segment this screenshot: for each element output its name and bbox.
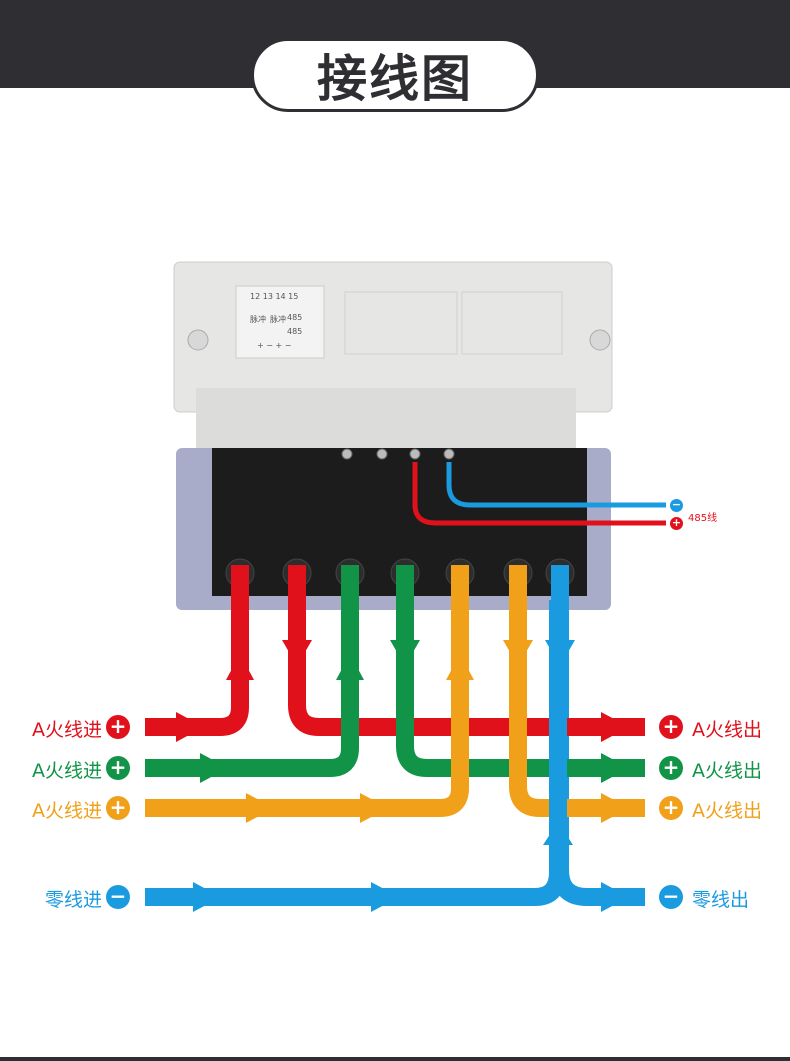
red-out-wire bbox=[288, 565, 645, 736]
neutral-in-wire bbox=[145, 600, 567, 906]
green-out-wire bbox=[396, 565, 645, 777]
cover-lip bbox=[196, 388, 576, 448]
rs485-label: 485线 bbox=[688, 513, 718, 524]
bottom-divider bbox=[0, 1057, 790, 1061]
arrow-icons bbox=[176, 640, 629, 912]
arrow-icon bbox=[601, 882, 629, 912]
arrow-icon bbox=[601, 712, 629, 742]
arrow-icon bbox=[176, 712, 204, 742]
plus-icon: + bbox=[106, 796, 130, 820]
485-minus-wire bbox=[446, 462, 666, 508]
meter: 12 13 14 15 脉冲 脉冲 485 485 + − + − bbox=[173, 261, 613, 610]
arrow-icon bbox=[601, 793, 629, 823]
sticker bbox=[235, 285, 325, 359]
arrow-icon bbox=[390, 640, 420, 666]
arrow-icon bbox=[371, 882, 399, 912]
arrow-icon bbox=[282, 640, 312, 666]
input-label: 零线进 bbox=[44, 889, 102, 911]
sticker-pulse-2: 脉冲 bbox=[270, 314, 286, 324]
input-label: A火线进 bbox=[32, 760, 102, 782]
minus-icon: − bbox=[659, 885, 683, 909]
arrow-icon bbox=[601, 753, 629, 783]
minus-icon: − bbox=[670, 498, 683, 512]
sticker-numbers: 12 13 14 15 bbox=[250, 292, 298, 301]
arrow-icon bbox=[200, 753, 228, 783]
green-in-wire bbox=[145, 565, 359, 777]
sticker-485-2: 485 bbox=[287, 327, 302, 336]
input-label: A火线进 bbox=[32, 719, 102, 741]
input-label: A火线进 bbox=[32, 800, 102, 822]
output-label: A火线出 bbox=[692, 760, 762, 782]
minus-icon: − bbox=[106, 885, 130, 909]
screw-icon bbox=[187, 329, 209, 351]
arrow-icon bbox=[336, 654, 364, 680]
plus-icon: + bbox=[670, 516, 683, 530]
sticker-485-1: 485 bbox=[287, 313, 302, 322]
arrow-icon bbox=[246, 793, 274, 823]
plus-icon: + bbox=[659, 796, 683, 820]
arrow-icon bbox=[503, 640, 533, 666]
arrow-icon bbox=[545, 640, 575, 666]
output-label: A火线出 bbox=[692, 719, 762, 741]
embossed-panel bbox=[461, 291, 563, 355]
plus-icon: + bbox=[659, 756, 683, 780]
page-title: 接线图 bbox=[317, 50, 473, 108]
plus-icon: + bbox=[106, 715, 130, 739]
arrow-icon bbox=[543, 822, 573, 845]
title-pill: 接线图 bbox=[251, 38, 539, 112]
sticker-signs: + − + − bbox=[257, 341, 291, 350]
orange-out-wire bbox=[509, 565, 645, 817]
red-in-wire bbox=[145, 565, 249, 736]
output-label: 零线出 bbox=[692, 889, 750, 911]
arrow-icon bbox=[360, 793, 388, 823]
output-label: A火线出 bbox=[692, 800, 762, 822]
arrow-icon bbox=[446, 654, 474, 680]
plus-icon: + bbox=[659, 715, 683, 739]
screw-icon bbox=[589, 329, 611, 351]
485-plus-wire bbox=[412, 462, 666, 526]
embossed-panel bbox=[344, 291, 458, 355]
arrow-icon bbox=[193, 882, 221, 912]
arrow-icon bbox=[226, 654, 254, 680]
sticker-pulse-1: 脉冲 bbox=[250, 314, 266, 324]
orange-in-wire bbox=[145, 565, 469, 817]
plus-icon: + bbox=[106, 756, 130, 780]
